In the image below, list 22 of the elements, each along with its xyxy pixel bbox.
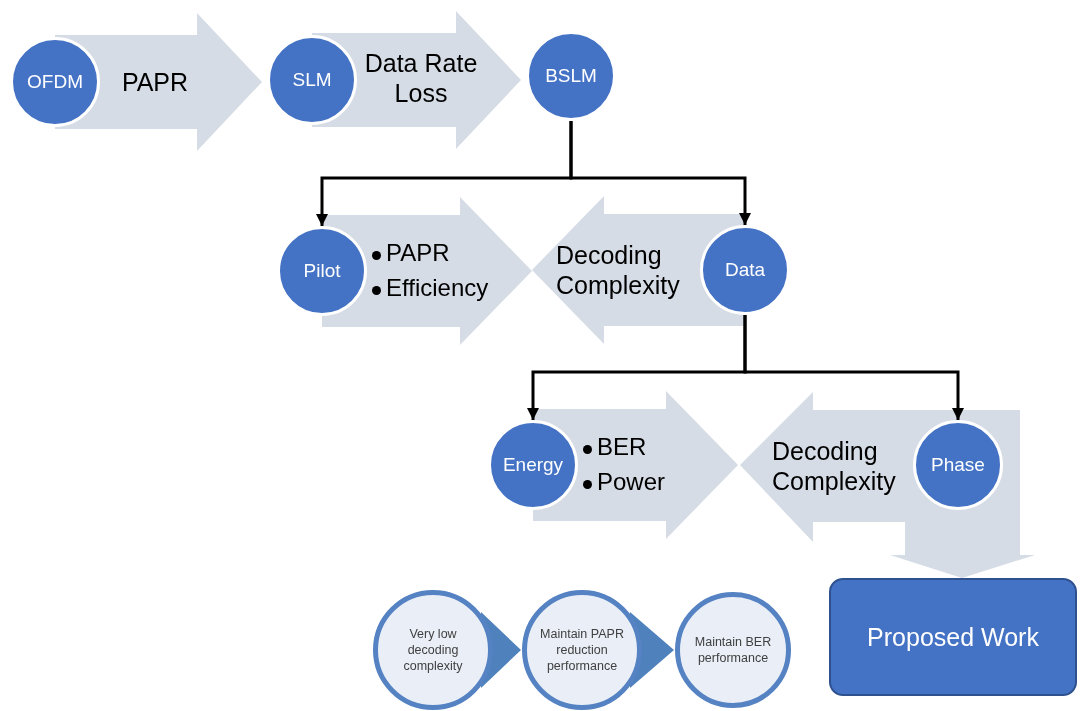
goal-label: Maintain BER performance bbox=[693, 633, 773, 667]
bullet-item: Efficiency bbox=[372, 270, 489, 306]
node-label: Energy bbox=[502, 454, 564, 476]
node-label: OFDM bbox=[27, 71, 83, 93]
arrow-label: Data Rate Loss bbox=[363, 47, 479, 109]
bullet-item: Power bbox=[583, 464, 666, 500]
arrow-label: Decoding Complexity bbox=[556, 239, 681, 301]
goal-label: Maintain PAPR reduction performance bbox=[539, 625, 625, 675]
bullet-item: PAPR bbox=[372, 236, 489, 271]
arrow-label: PAPR bbox=[121, 67, 189, 98]
box-label: Proposed Work bbox=[867, 622, 1039, 652]
goal-label: Very low decoding complexity bbox=[402, 625, 464, 675]
arrow-label: Decoding Complexity bbox=[772, 435, 897, 497]
node-label: Phase bbox=[931, 454, 985, 476]
node-label: BSLM bbox=[545, 65, 597, 87]
node-label: SLM bbox=[292, 69, 332, 91]
connector-arrow bbox=[569, 121, 751, 225]
node-label: Pilot bbox=[303, 260, 341, 282]
connector-arrow bbox=[743, 315, 964, 420]
result-box bbox=[829, 578, 1077, 696]
node-label: Data bbox=[724, 259, 766, 281]
bullet-item: BER bbox=[583, 430, 666, 465]
